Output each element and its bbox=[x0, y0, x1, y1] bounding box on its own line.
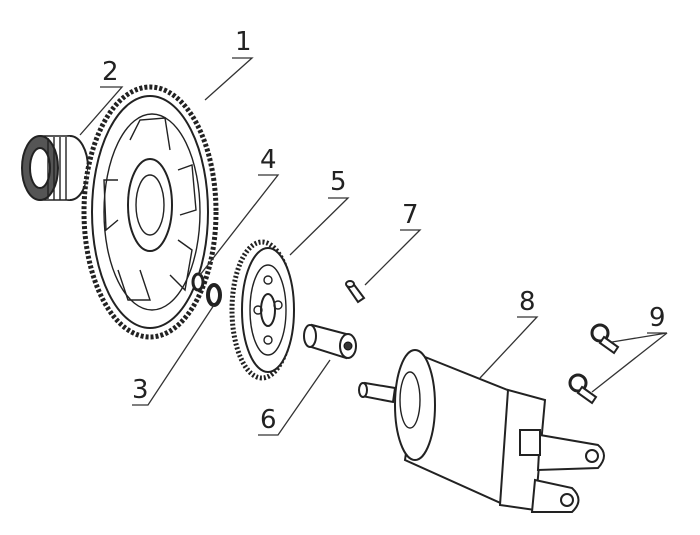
intermediate-gear bbox=[229, 239, 295, 381]
gear-shaft bbox=[303, 323, 357, 360]
mounting-bolt-lower bbox=[568, 373, 598, 405]
callout-5: 5 bbox=[330, 167, 347, 197]
callout-9: 9 bbox=[649, 303, 666, 333]
callout-4: 4 bbox=[260, 145, 277, 175]
large-starter-gear bbox=[81, 84, 219, 340]
callout-3: 3 bbox=[132, 375, 149, 405]
callout-8: 8 bbox=[519, 287, 536, 317]
needle-bearing bbox=[21, 135, 89, 201]
mounting-bolt-upper bbox=[590, 323, 620, 355]
callout-6: 6 bbox=[260, 405, 277, 435]
callout-1: 1 bbox=[235, 27, 252, 57]
washer-3 bbox=[206, 283, 222, 307]
washer-4 bbox=[191, 272, 205, 292]
pin bbox=[345, 280, 366, 304]
leader-lines bbox=[79, 57, 668, 436]
callout-7: 7 bbox=[402, 200, 419, 230]
callout-2: 2 bbox=[102, 57, 119, 87]
starter-motor bbox=[358, 349, 605, 513]
